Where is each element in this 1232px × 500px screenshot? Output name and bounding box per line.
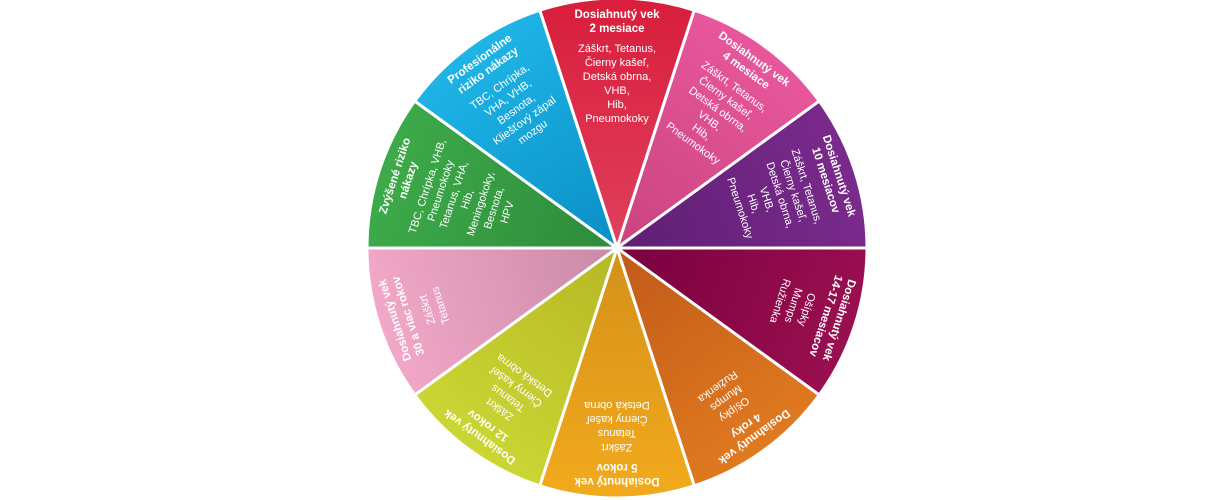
segment-text-line: Čierny kašeľ, bbox=[585, 56, 649, 69]
segment-text-line: Tetanus bbox=[597, 427, 636, 439]
wheel-segment bbox=[612, 246, 869, 398]
segment-text-line: Pneumokoky bbox=[585, 113, 649, 125]
wheel-segment bbox=[612, 98, 869, 250]
segment-title-line: Dosiahnutý vek bbox=[575, 9, 661, 21]
segment-text-line: Záškrt bbox=[602, 441, 633, 453]
segment-label-group: Dosiahnutý vek 5 rokov Záškrt TetanusČierny… bbox=[574, 399, 660, 487]
segment-title-line: 2 mesiace bbox=[590, 23, 645, 35]
wheel-segment bbox=[365, 246, 622, 398]
segment-text-line: VHB, bbox=[604, 85, 630, 97]
segment-text-line: Čierny kašeľ bbox=[586, 413, 648, 426]
wheel-segments bbox=[365, 0, 869, 500]
segment-text-line: Detská obrna, bbox=[583, 71, 651, 83]
wheel-segment bbox=[412, 8, 620, 252]
segment-label: Dosiahnutý vek 5 rokov Záškrt TetanusČierny… bbox=[574, 399, 660, 487]
wheel-segment bbox=[537, 243, 697, 500]
segment-text-line: Hib, bbox=[607, 99, 627, 111]
segment-text-line: Hib, bbox=[459, 188, 476, 210]
wheel-segment bbox=[614, 8, 822, 252]
segment-text-line: Hib, bbox=[744, 193, 761, 215]
wheel-segment bbox=[412, 244, 620, 488]
segment-text-line: Záškrt, Tetanus, bbox=[578, 43, 656, 55]
wheel-segment bbox=[537, 0, 697, 253]
wheel-segment bbox=[614, 244, 822, 488]
segment-title-line: Dosiahnutý vek bbox=[574, 475, 660, 487]
wheel-segment bbox=[365, 98, 622, 250]
segment-text-line: Detská obrna bbox=[583, 399, 649, 411]
segment-title-line: 5 rokov bbox=[596, 461, 638, 473]
